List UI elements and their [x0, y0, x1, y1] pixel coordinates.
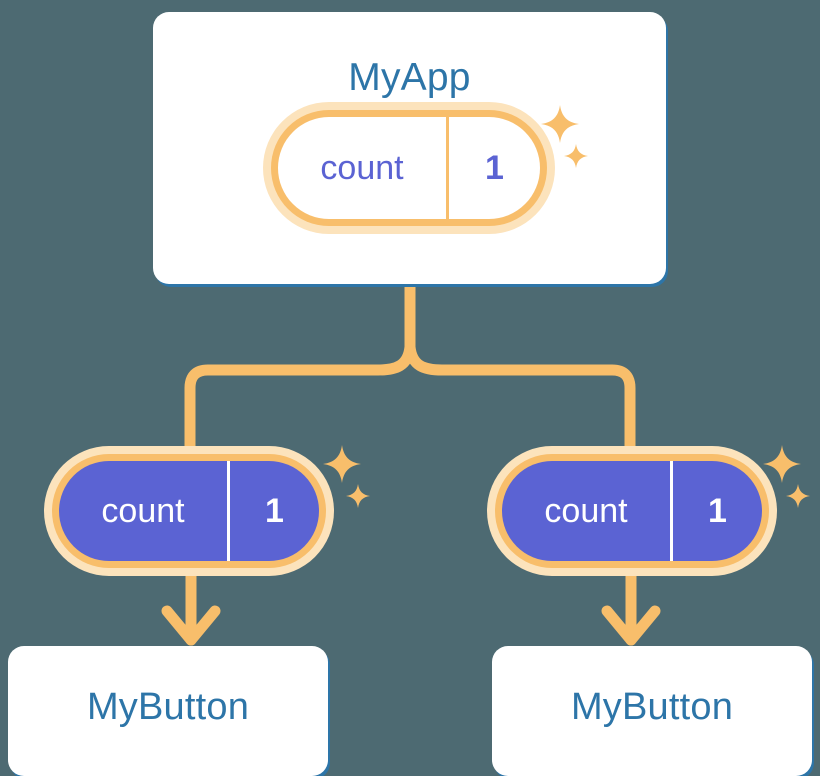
state-pill-divider — [227, 461, 230, 561]
state-pill-divider — [670, 461, 673, 561]
state-pill-key: count — [101, 492, 185, 530]
component-title-myapp: MyApp — [348, 56, 471, 99]
component-box-mybutton-left[interactable]: MyButton — [8, 646, 328, 776]
state-pill-key: count — [320, 149, 404, 187]
component-title-mybutton-left: MyButton — [86, 686, 250, 728]
state-pill-myapp[interactable]: count 1 — [271, 110, 547, 226]
component-box-mybutton-right[interactable]: MyButton — [492, 646, 812, 776]
sparkle-icon-small-left — [345, 483, 371, 509]
state-pill-key: count — [544, 492, 628, 530]
connector-branch-left — [184, 341, 416, 458]
sparkle-icon-large-left — [322, 444, 362, 484]
connector-arrow-right-head — [601, 605, 661, 646]
state-pill-inner: count 1 — [502, 461, 762, 561]
component-title-mybutton-right: MyButton — [570, 686, 734, 728]
state-pill-value: 1 — [485, 149, 504, 187]
sparkle-icon-small-right — [785, 483, 811, 509]
state-pill-body: count 1 — [52, 454, 326, 568]
state-pill-left[interactable]: count 1 — [52, 454, 326, 568]
state-pill-inner: count 1 — [59, 461, 319, 561]
state-pill-value: 1 — [265, 492, 284, 530]
connector-branch-right — [404, 341, 636, 458]
state-pill-divider — [446, 117, 449, 219]
state-pill-right[interactable]: count 1 — [495, 454, 769, 568]
state-pill-body: count 1 — [495, 454, 769, 568]
state-pill-inner: count 1 — [278, 117, 540, 219]
connector-arrow-left-head — [161, 605, 221, 646]
state-pill-body: count 1 — [271, 110, 547, 226]
state-pill-value: 1 — [708, 492, 727, 530]
